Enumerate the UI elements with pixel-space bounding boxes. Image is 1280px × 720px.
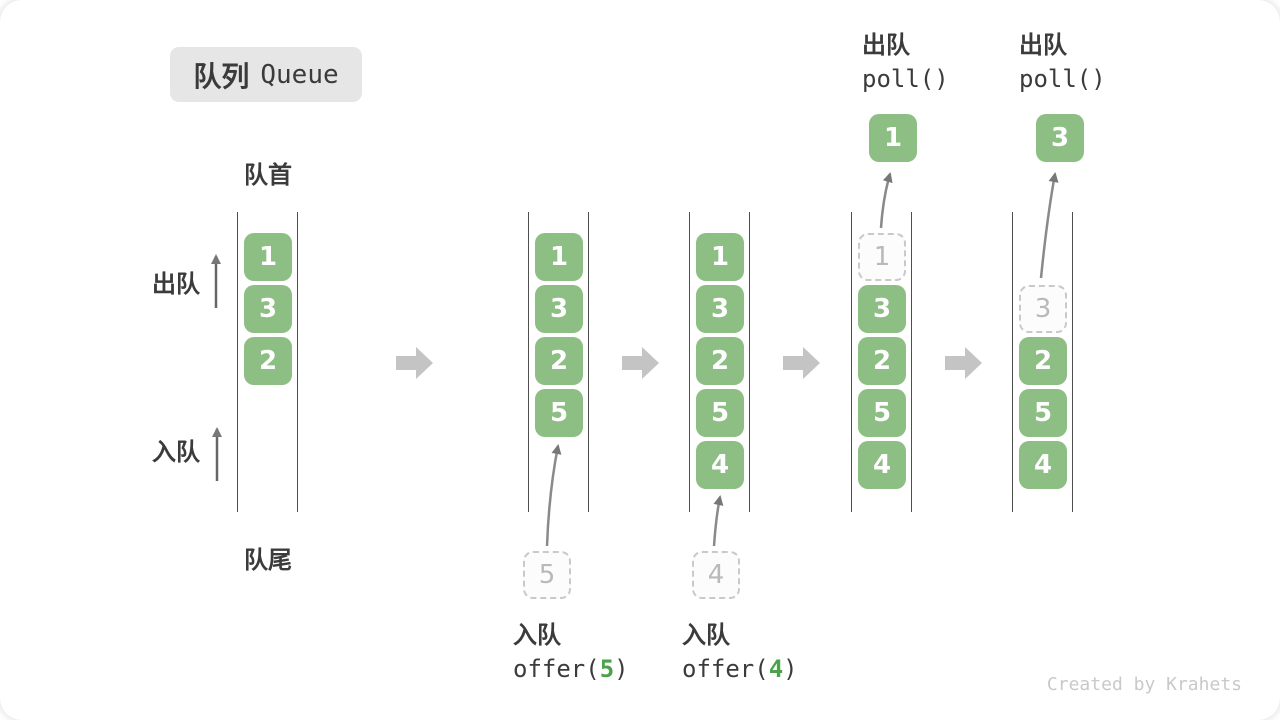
queue-cell: 3: [858, 285, 906, 333]
queue-cell: 1: [535, 233, 583, 281]
label-enqueue: 入队: [152, 438, 200, 466]
poll-annotation-2-label: 出队: [1019, 31, 1067, 59]
queue-state-3: 1 3 2 5 4: [689, 212, 750, 512]
poll-annotation-1: 出队 poll(): [862, 28, 949, 96]
poll-annotation-2-code: poll(): [1019, 65, 1106, 93]
poll-annotation-1-code: poll(): [862, 65, 949, 93]
queue-cell: 4: [696, 441, 744, 489]
label-queue-rear: 队尾: [244, 546, 292, 574]
poll-output-box-1: 1: [869, 114, 917, 162]
enqueue-annotation-5-label: 入队: [513, 621, 561, 649]
label-queue-front: 队首: [244, 161, 292, 189]
enqueue-arg-5: 5: [599, 655, 615, 683]
queue-state-2: 1 3 2 5: [528, 212, 589, 512]
poll-annotation-2: 出队 poll(): [1019, 28, 1106, 96]
queue-cell: 5: [1019, 389, 1067, 437]
enqueue-annotation-5-code: offer(5): [513, 655, 629, 683]
enqueue-ghost-box-5: 5: [523, 551, 571, 599]
queue-state-4: 1 3 2 5 4: [851, 212, 912, 512]
enqueue-annotation-4-label: 入队: [682, 621, 730, 649]
queue-cell: 4: [858, 441, 906, 489]
queue-cell: 5: [858, 389, 906, 437]
title-zh: 队列: [193, 59, 250, 93]
title-badge: 队列 Queue: [170, 47, 362, 102]
queue-cell: 5: [696, 389, 744, 437]
poll-output-box-3: 3: [1036, 114, 1084, 162]
enqueue-ghost-box-4: 4: [692, 551, 740, 599]
queue-cell: 1: [244, 233, 292, 281]
flow-arrow-icon: [783, 347, 820, 379]
enqueue-annotation-4-code: offer(4): [682, 655, 798, 683]
queue-cell: 2: [244, 337, 292, 385]
flow-arrow-icon: [396, 347, 433, 379]
queue-cell: 1: [696, 233, 744, 281]
queue-cell: 3: [696, 285, 744, 333]
queue-state-5: 3 2 5 4: [1012, 212, 1073, 512]
queue-state-1: 1 3 2: [237, 212, 298, 512]
queue-cell: 3: [244, 285, 292, 333]
title-en: Queue: [260, 59, 339, 90]
enqueue-annotation-5: 入队 offer(5): [513, 618, 629, 686]
queue-cell: 4: [1019, 441, 1067, 489]
queue-cell-ghost: 3: [1019, 285, 1067, 333]
queue-cell: 3: [535, 285, 583, 333]
queue-cell: 2: [858, 337, 906, 385]
enqueue-annotation-4: 入队 offer(4): [682, 618, 798, 686]
queue-cell-ghost: 1: [858, 233, 906, 281]
footer-credit: Created by Krahets: [1046, 674, 1242, 695]
queue-cell: 5: [535, 389, 583, 437]
poll-annotation-1-label: 出队: [862, 31, 910, 59]
enqueue-arg-4: 4: [768, 655, 784, 683]
flow-arrow-icon: [622, 347, 659, 379]
queue-cell: 2: [1019, 337, 1067, 385]
flow-arrow-icon: [945, 347, 982, 379]
queue-cell: 2: [535, 337, 583, 385]
queue-cell: 2: [696, 337, 744, 385]
label-dequeue: 出队: [152, 270, 200, 298]
